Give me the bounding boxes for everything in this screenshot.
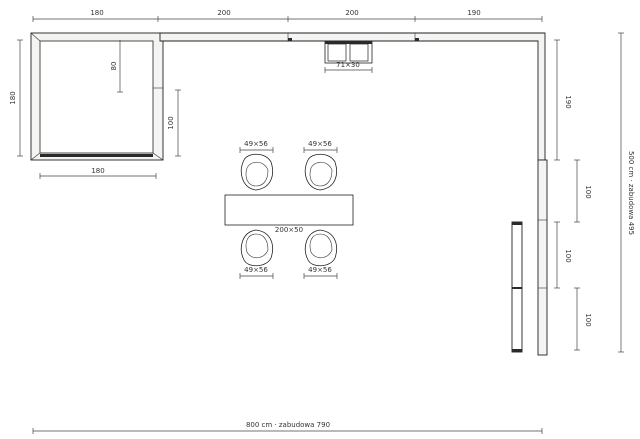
chair-dim-label: 49×56 <box>308 140 332 148</box>
total-width-label: 800 cm · zabudowa 790 <box>246 421 330 429</box>
top-dim-1: 180 <box>90 9 103 17</box>
chair-top-right: 49×56 <box>303 140 338 191</box>
table-dim-label: 200×50 <box>275 226 303 234</box>
top-dim-2: 200 <box>217 9 230 17</box>
right-dim-2: 100 <box>584 185 592 198</box>
dining-table: 200×50 <box>224 194 354 234</box>
corner-left-dim: 180 <box>9 91 17 104</box>
top-dimensions: 180 200 200 190 <box>32 9 543 22</box>
chair-dim-label: 49×56 <box>244 140 268 148</box>
chair-dim-label: 49×56 <box>244 266 268 274</box>
total-height-label: 500 cm · zabudowa 495 <box>627 151 635 235</box>
right-dim-3: 100 <box>564 249 572 262</box>
sink-dim-label: 71×30 <box>336 61 360 69</box>
corner-inner-dim: 80 <box>110 62 118 71</box>
corner-dimensions: 180 180 80 100 <box>9 39 181 179</box>
corner-bottom-dim: 180 <box>91 167 104 175</box>
corner-side-dim: 100 <box>167 116 175 129</box>
right-dimensions: 190 100 100 100 500 cm · zabudowa 495 <box>554 32 635 353</box>
chair-bottom-right: 49×56 <box>303 229 338 279</box>
top-dim-3: 200 <box>345 9 358 17</box>
right-dim-4: 100 <box>584 313 592 326</box>
top-dim-4: 190 <box>467 9 480 17</box>
right-counter <box>511 159 548 356</box>
bottom-dimension: 800 cm · zabudowa 790 <box>32 421 543 434</box>
right-dim-1: 190 <box>564 95 572 108</box>
corner-cabinet <box>30 32 164 161</box>
chair-dim-label: 49×56 <box>308 266 332 274</box>
chair-bottom-left: 49×56 <box>239 229 274 279</box>
sink: 71×30 <box>324 40 373 73</box>
chair-top-left: 49×56 <box>239 140 274 191</box>
